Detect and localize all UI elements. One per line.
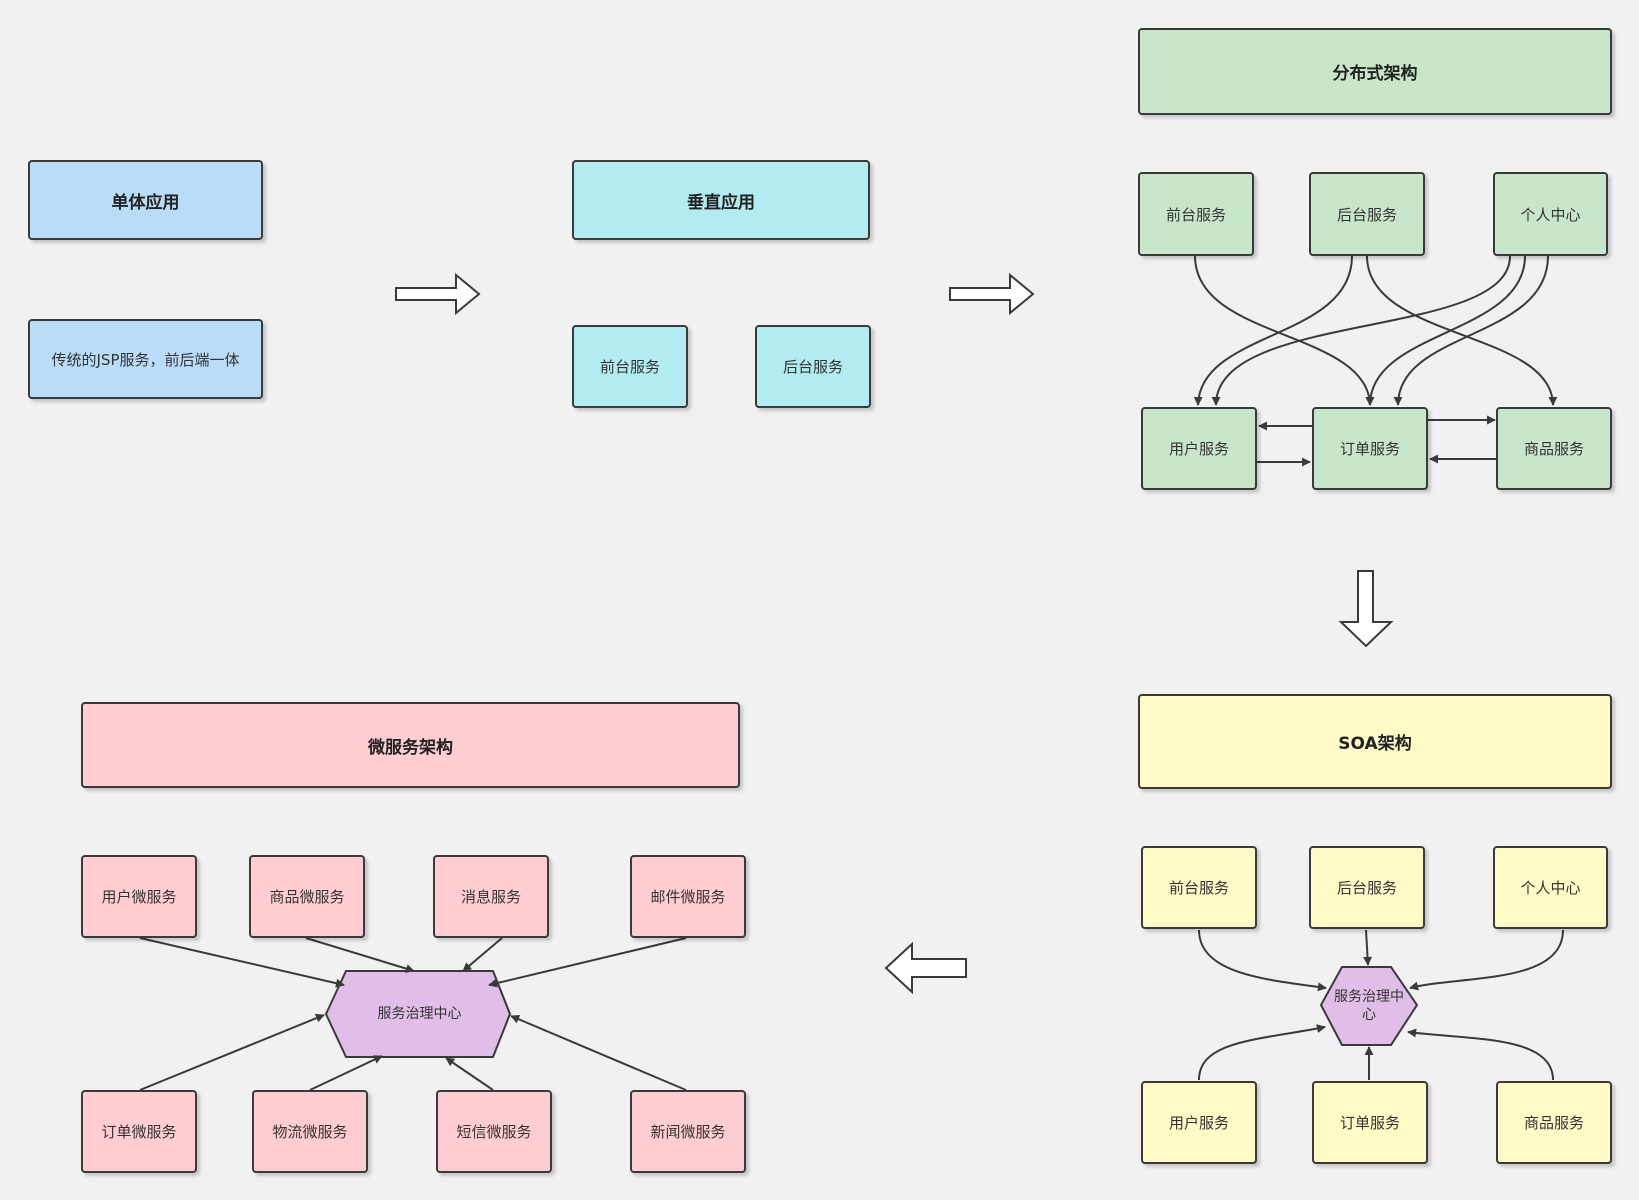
soa-order-service: 订单服务 bbox=[1312, 1081, 1428, 1164]
distributed-personal-center: 个人中心 bbox=[1493, 172, 1608, 256]
edge-personal-to-order-a bbox=[1365, 255, 1526, 406]
distributed-front-service: 前台服务 bbox=[1138, 172, 1254, 256]
vertical-title: 垂直应用 bbox=[572, 160, 870, 240]
soa-personal-label: 个人中心 bbox=[1520, 879, 1581, 897]
vertical-back-label: 后台服务 bbox=[782, 358, 843, 376]
micro-logistics-service: 物流微服务 bbox=[252, 1090, 368, 1173]
micro-title-label: 微服务架构 bbox=[368, 737, 453, 758]
soa-edge-personal bbox=[1409, 929, 1564, 991]
monolith-description-label: 传统的JSP服务，前后端一体 bbox=[51, 350, 240, 369]
monolith-title: 单体应用 bbox=[28, 160, 263, 240]
distributed-title: 分布式架构 bbox=[1138, 28, 1612, 115]
soa-goods-service: 商品服务 bbox=[1496, 1081, 1612, 1164]
distributed-goods-service: 商品服务 bbox=[1496, 407, 1612, 490]
distributed-order-service: 订单服务 bbox=[1312, 407, 1428, 490]
edge-back-to-goods bbox=[1366, 255, 1558, 406]
micro-edge-message bbox=[462, 937, 503, 972]
stage-arrow-left bbox=[884, 941, 967, 995]
soa-personal-center: 个人中心 bbox=[1493, 846, 1608, 929]
soa-back-label: 后台服务 bbox=[1336, 879, 1397, 897]
edge-personal-to-order-b bbox=[1393, 255, 1549, 406]
vertical-front-label: 前台服务 bbox=[599, 358, 660, 376]
micro-mail-service: 邮件微服务 bbox=[630, 855, 746, 938]
soa-edge-back bbox=[1363, 929, 1373, 966]
distributed-user-service: 用户服务 bbox=[1141, 407, 1257, 490]
stage-arrow-right-2 bbox=[949, 272, 1035, 316]
edge-back-to-user bbox=[1193, 255, 1353, 406]
micro-goods-service: 商品微服务 bbox=[249, 855, 365, 938]
distributed-order-label: 订单服务 bbox=[1339, 440, 1400, 458]
vertical-back-service: 后台服务 bbox=[755, 325, 871, 408]
vertical-front-service: 前台服务 bbox=[572, 325, 688, 408]
micro-order-label: 订单微服务 bbox=[101, 1123, 177, 1141]
soa-user-label: 用户服务 bbox=[1168, 1114, 1229, 1132]
micro-message-service: 消息服务 bbox=[433, 855, 549, 938]
monolith-title-label: 单体应用 bbox=[111, 192, 180, 213]
micro-order-service: 订单微服务 bbox=[81, 1090, 197, 1173]
micro-message-label: 消息服务 bbox=[460, 888, 521, 906]
micro-mail-label: 邮件微服务 bbox=[650, 888, 726, 906]
micro-user-service: 用户微服务 bbox=[81, 855, 197, 938]
micro-edge-goods bbox=[305, 937, 415, 973]
distributed-title-label: 分布式架构 bbox=[1332, 64, 1418, 84]
micro-sms-service: 短信微服务 bbox=[436, 1090, 552, 1173]
edge-front-to-order bbox=[1194, 255, 1375, 406]
soa-edge-user bbox=[1198, 1024, 1326, 1081]
vertical-title-label: 垂直应用 bbox=[687, 192, 755, 213]
distributed-goods-label: 商品服务 bbox=[1523, 440, 1584, 458]
micro-hub-label: 服务治理中心 bbox=[377, 1006, 462, 1022]
micro-edge-news bbox=[510, 1015, 687, 1091]
micro-sms-label: 短信微服务 bbox=[456, 1123, 532, 1141]
micro-edge-logistics bbox=[309, 1055, 383, 1091]
soa-edge-goods bbox=[1407, 1028, 1554, 1081]
monolith-description-box: 传统的JSP服务，前后端一体 bbox=[28, 319, 263, 399]
soa-title-label: SOA架构 bbox=[1338, 734, 1412, 754]
edge-personal-to-user bbox=[1211, 255, 1511, 406]
micro-logistics-label: 物流微服务 bbox=[272, 1123, 348, 1141]
micro-user-label: 用户微服务 bbox=[101, 888, 177, 906]
distributed-back-service: 后台服务 bbox=[1309, 172, 1425, 256]
micro-edge-mail bbox=[488, 937, 687, 988]
soa-front-label: 前台服务 bbox=[1168, 879, 1229, 897]
soa-hub-label: 服务治理中心 bbox=[1334, 989, 1404, 1023]
soa-goods-label: 商品服务 bbox=[1523, 1114, 1584, 1132]
stage-arrow-right-1 bbox=[395, 272, 481, 316]
soa-back-service: 后台服务 bbox=[1309, 846, 1425, 929]
soa-edge-front bbox=[1198, 929, 1327, 992]
distributed-user-label: 用户服务 bbox=[1168, 440, 1229, 458]
soa-order-label: 订单服务 bbox=[1339, 1114, 1400, 1132]
micro-goods-label: 商品微服务 bbox=[269, 888, 345, 906]
micro-news-label: 新闻微服务 bbox=[650, 1123, 726, 1141]
micro-title: 微服务架构 bbox=[81, 702, 740, 788]
micro-edge-sms bbox=[445, 1057, 494, 1091]
stage-arrow-down bbox=[1338, 570, 1394, 648]
distributed-personal-label: 个人中心 bbox=[1520, 205, 1581, 224]
distributed-back-label: 后台服务 bbox=[1336, 205, 1397, 224]
micro-edge-user bbox=[139, 937, 345, 988]
soa-title: SOA架构 bbox=[1138, 694, 1612, 789]
micro-news-service: 新闻微服务 bbox=[630, 1090, 746, 1173]
micro-edge-order bbox=[139, 1013, 325, 1091]
soa-front-service: 前台服务 bbox=[1141, 846, 1257, 929]
soa-user-service: 用户服务 bbox=[1141, 1081, 1257, 1164]
distributed-front-label: 前台服务 bbox=[1165, 205, 1226, 224]
